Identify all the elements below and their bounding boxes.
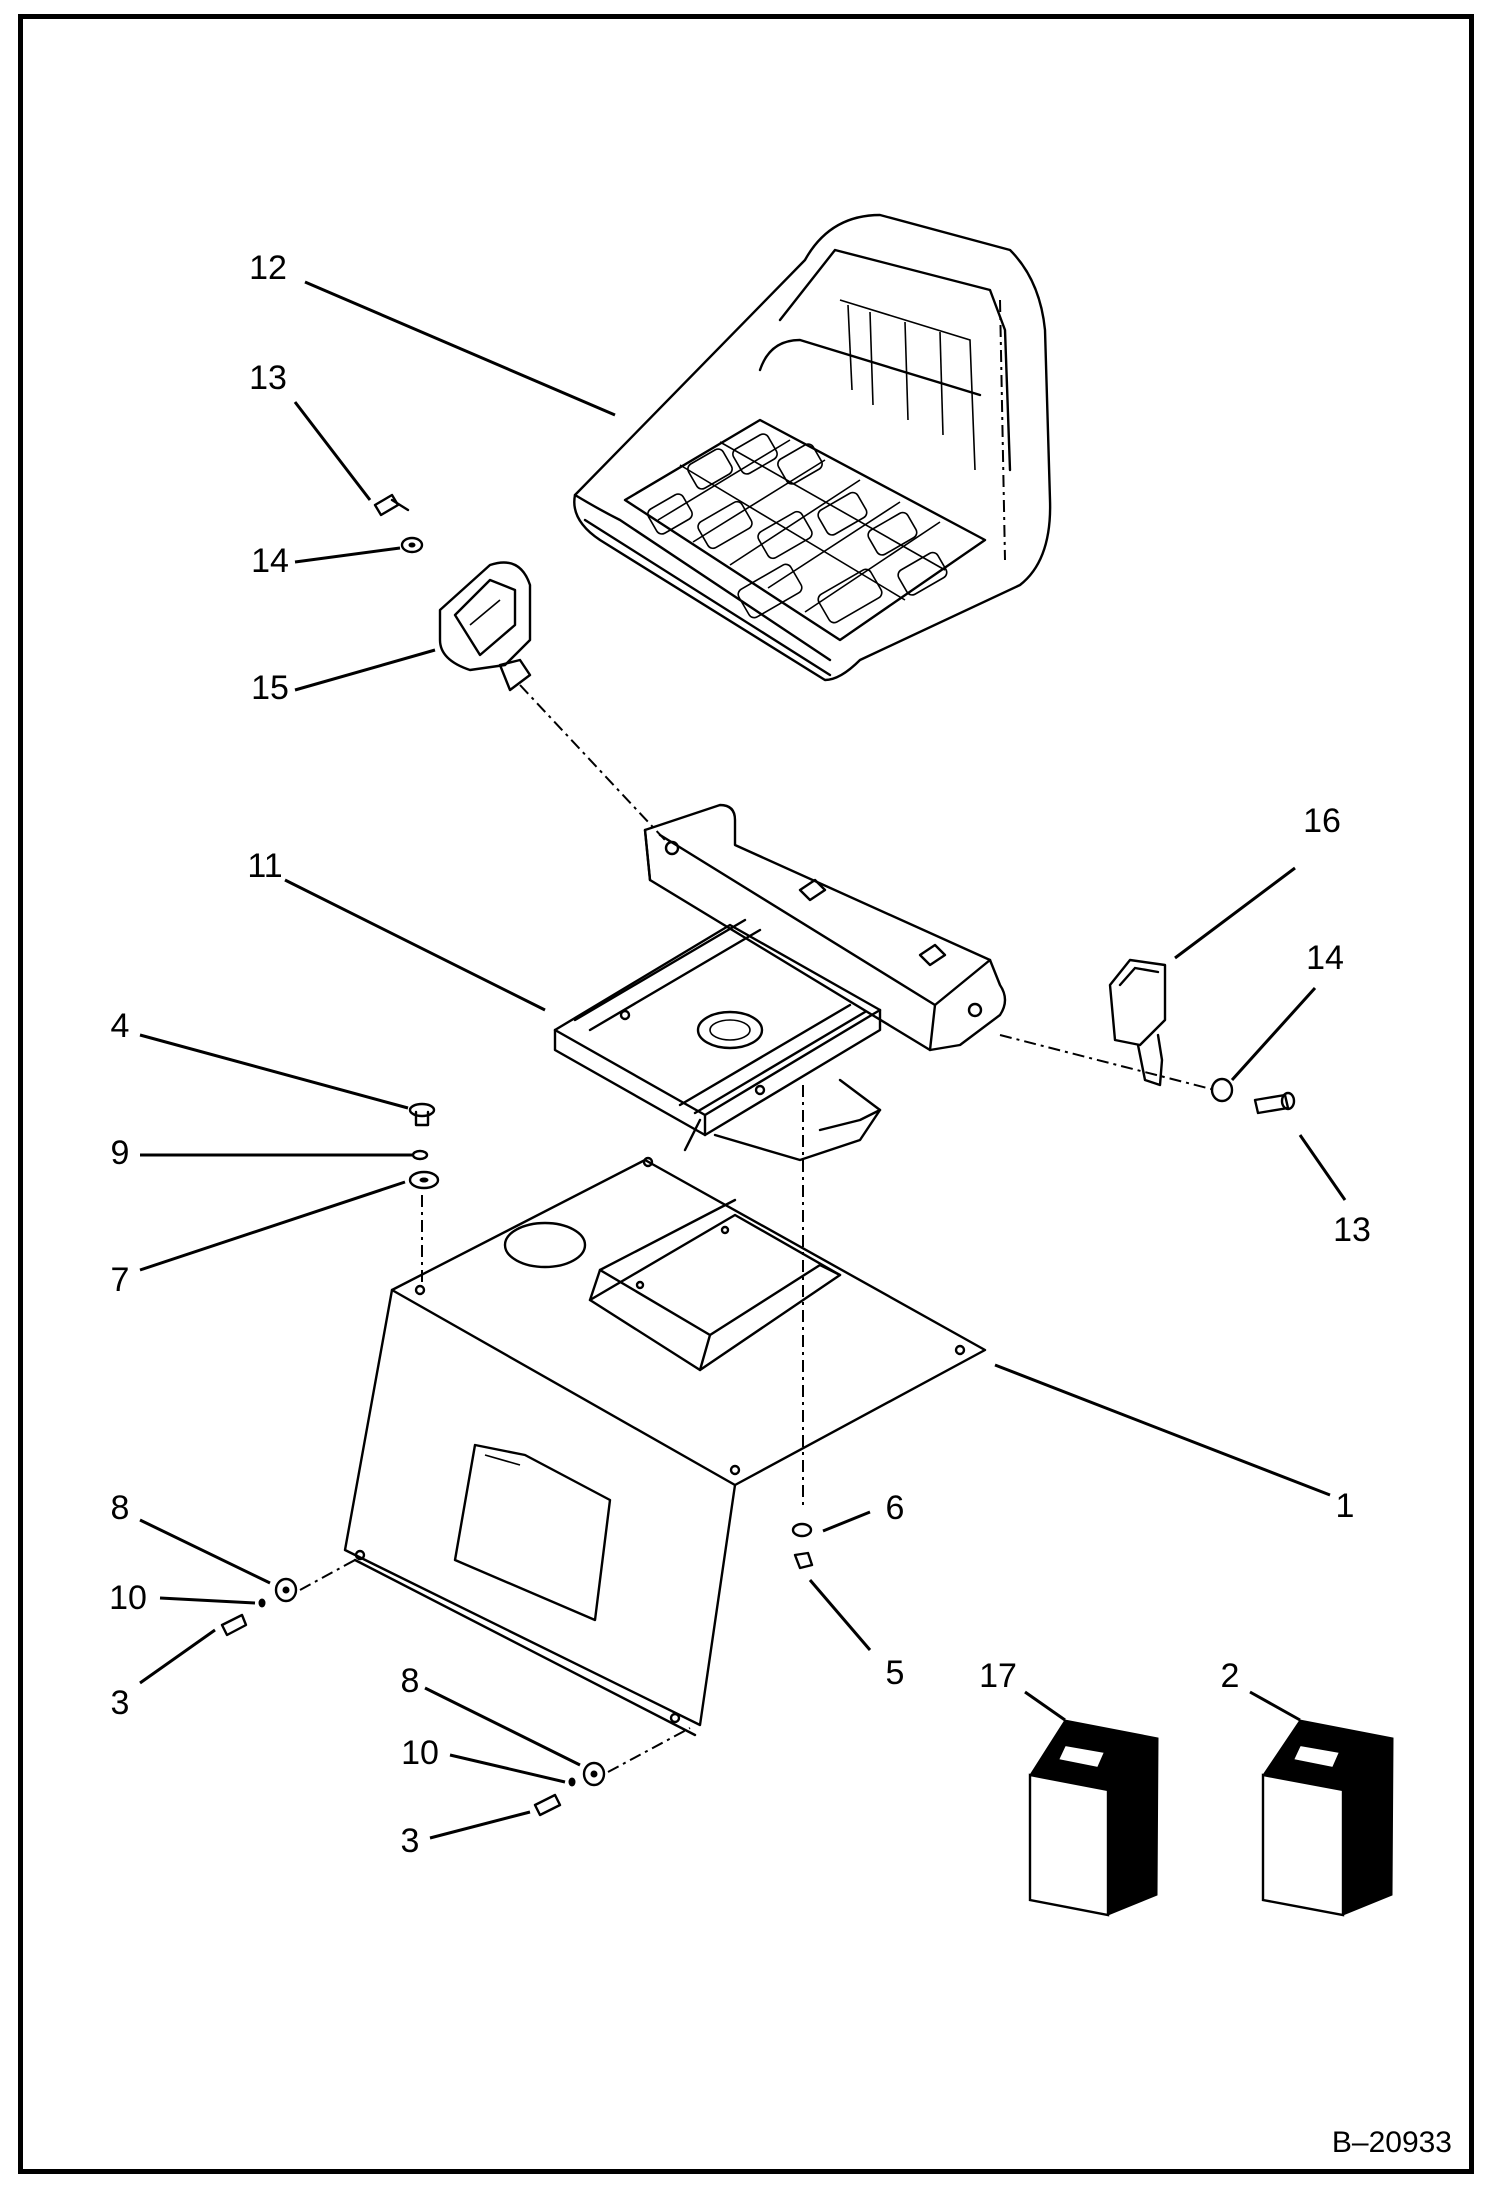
right-armrest-part (1108, 958, 1167, 1087)
lockwasher-10-upper (258, 1598, 266, 1608)
nut-6 (791, 1522, 813, 1538)
lockwasher-10-lower (568, 1777, 576, 1787)
document-id: B–20933 (1332, 2126, 1452, 2159)
callout-11: 11 (247, 847, 282, 885)
washer-8-lower (582, 1761, 606, 1787)
callout-3-upper: 3 (111, 1684, 130, 1722)
nut-5 (793, 1551, 814, 1570)
seat-base-part (343, 1156, 987, 1737)
callout-8-lower: 8 (401, 1662, 420, 1700)
callout-1: 1 (1336, 1487, 1355, 1525)
callout-13-top: 13 (249, 359, 287, 397)
washer-8-upper (274, 1577, 298, 1603)
callout-3-lower: 3 (401, 1822, 420, 1860)
callout-6: 6 (886, 1489, 905, 1527)
left-armrest-part (438, 561, 532, 692)
washer-14-right (1210, 1077, 1234, 1103)
seat-bracket-part (643, 803, 1007, 1052)
callout-9: 9 (111, 1134, 130, 1172)
callout-5: 5 (886, 1654, 905, 1692)
callout-labels: 12 13 14 15 11 16 14 13 4 9 7 1 6 5 8 10… (109, 249, 1371, 1860)
bolt-3-upper (220, 1613, 248, 1637)
assembly-lines (299, 684, 1216, 1773)
callout-10-upper: 10 (109, 1579, 147, 1617)
screw-13-right (1253, 1091, 1296, 1115)
drawing-border (18, 14, 1474, 2174)
leader-lines (139, 280, 1347, 1840)
callout-17: 17 (979, 1657, 1017, 1695)
callout-2: 2 (1221, 1657, 1240, 1695)
callout-15: 15 (251, 669, 289, 707)
callout-4: 4 (111, 1007, 130, 1045)
callout-8-upper: 8 (111, 1489, 130, 1527)
callout-10-lower: 10 (401, 1734, 439, 1772)
callout-16: 16 (1303, 802, 1341, 840)
callout-13-right: 13 (1333, 1211, 1371, 1249)
decal-kit-17 (1028, 1719, 1159, 1917)
bolt-3-lower (533, 1793, 562, 1817)
washer-7 (408, 1170, 440, 1190)
callout-12: 12 (249, 249, 287, 287)
decal-kit-2 (1261, 1719, 1394, 1917)
lockwasher-9 (411, 1149, 429, 1161)
callout-14-left: 14 (251, 542, 289, 580)
screw-13-left (373, 493, 410, 517)
bolt-4 (408, 1102, 436, 1127)
seat-part (573, 213, 1052, 682)
seat-slide-part (553, 918, 882, 1162)
callout-7: 7 (111, 1261, 130, 1299)
callout-14-right: 14 (1306, 939, 1344, 977)
washer-14-left (400, 536, 424, 554)
